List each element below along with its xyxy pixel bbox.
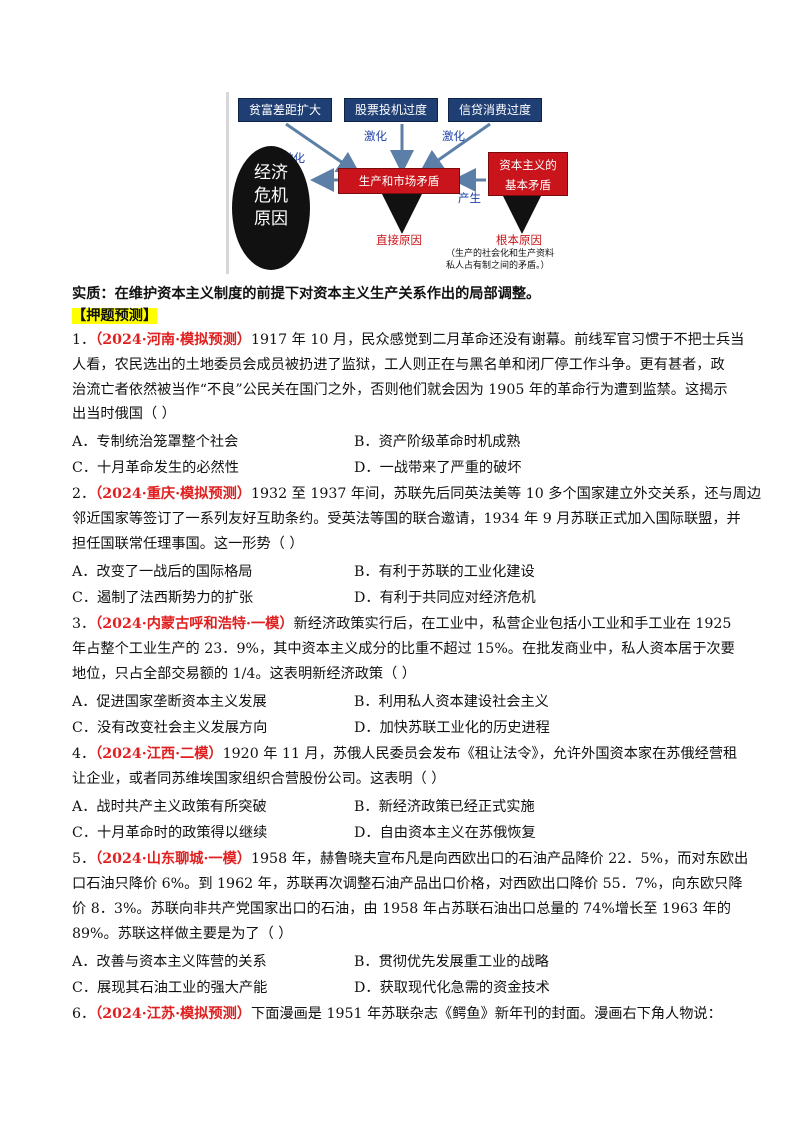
label-produce: 产生 [458, 191, 481, 205]
q5-option-d[interactable]: D．获取现代化急需的资金技术 [354, 980, 550, 996]
q3-source: （2024·内蒙古呼和浩特·一模） [95, 616, 294, 632]
q2-option-c[interactable]: C．遏制了法西斯势力的扩张 [72, 590, 254, 606]
box-basic-contradiction: 资本主义的 基本矛盾 [488, 152, 568, 196]
label-direct-cause: 直接原因 [376, 233, 422, 247]
q5-source: （2024·山东聊城·一模） [95, 851, 251, 867]
economic-crisis-diagram: 贫富差距扩大 股票投机过度 信贷消费过度 激化 激化 激化 经济 危机 原因 生… [226, 92, 574, 274]
q2-option-b[interactable]: B．有利于苏联的工业化建设 [354, 564, 535, 580]
q2-line-3: 担任国联常任理事国。这一形势（ ） [72, 536, 304, 552]
q5-option-b[interactable]: B．贯彻优先发展重工业的战略 [354, 954, 549, 970]
q4-number: 4． [72, 746, 96, 762]
q4-source: （2024·江西·二模） [95, 746, 223, 762]
q1-option-a[interactable]: A．专制统治笼罩整个社会 [72, 434, 239, 450]
box-stock: 股票投机过度 [344, 98, 438, 122]
basic-line-2: 基本矛盾 [505, 178, 551, 192]
q6-number: 6． [72, 1006, 96, 1022]
q4-option-d[interactable]: D．自由资本主义在苏俄恢复 [354, 825, 536, 841]
q1-line-4: 出当时俄国（ ） [72, 406, 176, 422]
q2-line-2: 邻近国家等签订了一系列友好互助条约。受英法等国的联合邀请，1934 年 9 月苏… [72, 511, 741, 527]
q1-option-c[interactable]: C．十月革命发生的必然性 [72, 460, 239, 476]
basic-line-1: 资本主义的 [499, 158, 557, 172]
q2-source: （2024·重庆·模拟预测） [95, 486, 251, 502]
q6-line-1: 6．（2024·江苏·模拟预测）下面漫画是 1951 年苏联杂志《鳄鱼》新年刊的… [72, 1004, 722, 1024]
q4-line-1: 4．（2024·江西·二模）1920 年 11 月，苏俄人民委员会发布《租让法令… [72, 744, 737, 764]
label-intensify-2: 激化 [364, 129, 387, 143]
q5-number: 5． [72, 851, 96, 867]
q5-text-1: 1958 年，赫鲁晓夫宣布凡是向西欧出口的石油产品降价 22．5%，而对东欧出 [251, 851, 749, 867]
box-contradiction: 生产和市场矛盾 [338, 168, 460, 194]
q6-source: （2024·江苏·模拟预测） [95, 1006, 251, 1022]
q4-line-2: 让企业，或者同苏维埃国家组织合营股份公司。这表明（ ） [72, 771, 446, 787]
q2-option-a[interactable]: A．改变了一战后的国际格局 [72, 564, 253, 580]
q2-option-d[interactable]: D．有利于共同应对经济危机 [354, 590, 536, 606]
q2-number: 2． [72, 486, 96, 502]
q4-option-a[interactable]: A．战时共产主义政策有所突破 [72, 799, 267, 815]
oval-line-1: 经济 [254, 163, 288, 183]
q1-number: 1． [72, 332, 96, 348]
box-rich-poor: 贫富差距扩大 [238, 98, 332, 122]
box-credit: 信贷消费过度 [448, 98, 542, 122]
arrow-credit [419, 122, 491, 174]
q3-text-1: 新经济政策实行后，在工业中，私营企业包括小工业和手工业在 1925 [293, 616, 732, 632]
q1-line-2: 人看，农民选出的土地委员会成员被扔进了监狱，工人则正在与黑名单和闭厂停工作斗争。… [72, 357, 725, 373]
q5-line-4: 89%。苏联这样做主要是为了（ ） [72, 926, 293, 942]
q4-text-1: 1920 年 11 月，苏俄人民委员会发布《租让法令》，允许外国资本家在苏俄经营… [222, 746, 738, 762]
q3-option-a[interactable]: A．促进国家垄断资本主义发展 [72, 694, 267, 710]
oval-line-3: 原因 [254, 209, 288, 229]
q6-text-1: 下面漫画是 1951 年苏联杂志《鳄鱼》新年刊的封面。漫画右下角人物说： [251, 1006, 722, 1022]
q1-source: （2024·河南·模拟预测） [95, 332, 251, 348]
q2-text-1: 1932 至 1937 年间，苏联先后同英法美等 10 多个国家建立外交关系，还… [251, 486, 762, 502]
q2-line-1: 2．（2024·重庆·模拟预测）1932 至 1937 年间，苏联先后同英法美等… [72, 484, 761, 504]
q3-line-1: 3．（2024·内蒙古呼和浩特·一模）新经济政策实行后，在工业中，私营企业包括小… [72, 614, 731, 634]
q1-line-3: 治流亡者依然被当作“不良”公民关在国门之外，否则他们就会因为 1905 年的革命… [72, 382, 728, 398]
q3-option-d[interactable]: D．加快苏联工业化的历史进程 [354, 720, 550, 736]
q1-line-1: 1．（2024·河南·模拟预测）1917 年 10 月，民众感觉到二月革命还没有… [72, 330, 744, 350]
divider-line [226, 92, 229, 274]
q1-option-b[interactable]: B．资产阶级革命时机成熟 [354, 434, 521, 450]
q5-line-2: 口石油只降价 6%。到 1962 年，苏联再次调整石油产品出口价格，对西欧出口降… [72, 876, 743, 892]
q5-line-3: 价 8．3%。苏联向非共产党国家出口的石油，由 1958 年占苏联石油出口总量的… [72, 901, 731, 917]
arrow-rich-poor [285, 122, 361, 176]
section-title-wrap: 【押题预测】 [72, 306, 158, 326]
note-root: （生产的社会化和生产资料 私人占有制之间的矛盾。） [446, 248, 554, 272]
q1-text-1: 1917 年 10 月，民众感觉到二月革命还没有谢幕。前线军官习惯于不把士兵当 [251, 332, 745, 348]
section-title: 【押题预测】 [72, 308, 158, 324]
essence-text: 实质：在维护资本主义制度的前提下对资本主义生产关系作出的局部调整。 [72, 286, 541, 302]
q1-option-d[interactable]: D．一战带来了严重的破坏 [354, 460, 522, 476]
q3-number: 3． [72, 616, 96, 632]
note-line-1: （生产的社会化和生产资料 [446, 249, 555, 259]
oval-crisis-cause: 经济 危机 原因 [232, 146, 310, 270]
oval-line-2: 危机 [254, 186, 288, 206]
q5-option-c[interactable]: C．展现其石油工业的强大产能 [72, 980, 268, 996]
q3-option-c[interactable]: C．没有改变社会主义发展方向 [72, 720, 268, 736]
diagram-arrows [285, 122, 542, 234]
label-intensify-3: 激化 [442, 129, 465, 143]
q3-line-3: 地位，只占全部交易额的 1/4。这表明新经济政策（ ） [72, 666, 416, 682]
q5-option-a[interactable]: A．改善与资本主义阵营的关系 [72, 954, 267, 970]
note-line-2: 私人占有制之间的矛盾。） [446, 261, 550, 271]
label-root-cause: 根本原因 [496, 233, 542, 247]
q5-line-1: 5．（2024·山东聊城·一模）1958 年，赫鲁晓夫宣布凡是向西欧出口的石油产… [72, 849, 748, 869]
q3-option-b[interactable]: B．利用私人资本建设社会主义 [354, 694, 549, 710]
q4-option-c[interactable]: C．十月革命时的政策得以继续 [72, 825, 268, 841]
q4-option-b[interactable]: B．新经济政策已经正式实施 [354, 799, 535, 815]
q3-line-2: 年占整个工业生产的 23．9%，其中资本主义成分的比重不超过 15%。在批发商业… [72, 641, 735, 657]
